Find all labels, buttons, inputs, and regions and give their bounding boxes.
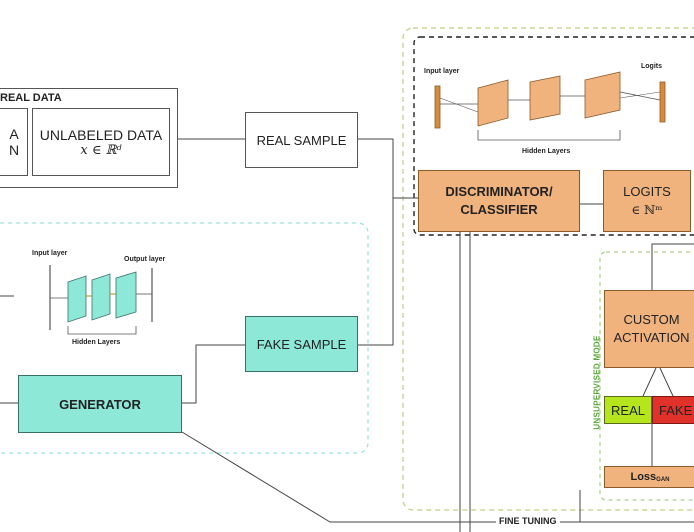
unlabeled-data-title: UNLABELED DATA: [39, 126, 163, 143]
unlabeled-data-formula: x ∈ ℝᵈ: [80, 142, 122, 158]
real-output-label: REAL: [611, 402, 645, 418]
loss-subscript: GAN: [656, 476, 670, 483]
generator-input-layer-label: Input layer: [32, 250, 68, 257]
generator-region-outline: [0, 222, 369, 454]
discriminator-classifier-box: DISCRIMINATOR/ CLASSIFIER: [418, 170, 580, 232]
labeled-data-line-1: A: [9, 126, 19, 142]
fake-sample-label: FAKE SAMPLE: [256, 336, 347, 352]
discriminator-hidden-layers-label: Hidden Layers: [522, 148, 571, 155]
real-sample-box: REAL SAMPLE: [245, 112, 358, 168]
logits-box: LOGITS ∈ ℕᵐ: [603, 170, 691, 232]
unsupervised-mode-label: UNSUPERVISED MODE: [592, 335, 602, 430]
discriminator-network-outline: [413, 36, 694, 236]
fake-output-box: FAKE: [652, 396, 694, 424]
fake-output-label: FAKE: [659, 402, 693, 418]
discriminator-label-line-1: DISCRIMINATOR/: [445, 184, 553, 199]
loss-label: Loss: [630, 471, 657, 483]
fake-sample-box: FAKE SAMPLE: [245, 316, 358, 372]
custom-activation-line-1: CUSTOM: [623, 312, 680, 327]
real-sample-label: REAL SAMPLE: [256, 132, 347, 148]
discriminator-label-line-2: CLASSIFIER: [460, 202, 538, 217]
custom-activation-line-2: ACTIVATION: [613, 330, 690, 345]
generator-mini-network: [49, 265, 153, 335]
generator-box: GENERATOR: [18, 375, 182, 433]
logits-label-line-2: ∈ ℕᵐ: [631, 203, 663, 217]
unlabeled-data-box: UNLABELED DATA x ∈ ℝᵈ: [32, 108, 170, 176]
discriminator-region-outline: [402, 27, 694, 511]
generator-label: GENERATOR: [59, 396, 141, 412]
custom-activation-box: CUSTOM ACTIVATION: [604, 290, 694, 368]
logits-label-line-1: LOGITS: [623, 184, 671, 199]
discriminator-mini-network: [434, 71, 666, 141]
labeled-data-line-2: N: [8, 142, 20, 158]
fine-tuning-label: FINE TUNING: [496, 516, 560, 526]
generator-hidden-layers-label: Hidden Layers: [72, 339, 121, 346]
real-data-title: REAL DATA: [0, 92, 62, 104]
discriminator-input-layer-label: Input layer: [424, 68, 460, 75]
labeled-data-box: A N: [0, 108, 28, 176]
generator-output-layer-label: Output layer: [124, 256, 166, 263]
unsupervised-region-outline: [599, 251, 694, 501]
discriminator-logits-label: Logits: [641, 63, 662, 70]
real-data-group: [0, 88, 178, 188]
real-output-box: REAL: [604, 396, 652, 424]
